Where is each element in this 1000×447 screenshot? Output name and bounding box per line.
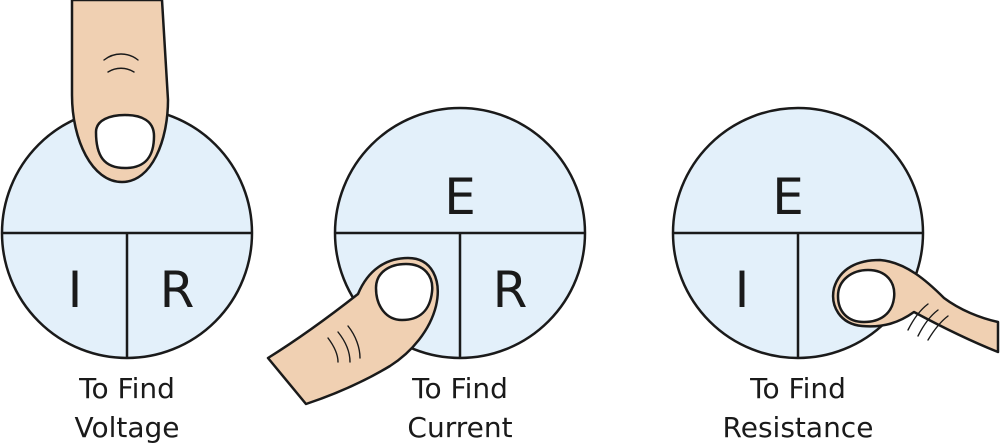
caption-line-2: Voltage [74, 411, 179, 444]
letter-r: R [493, 261, 528, 319]
letter-e: E [444, 168, 476, 226]
panel-current: E I R To Find Current [266, 106, 587, 444]
caption-line-1: To Find [749, 372, 846, 405]
caption-line-1: To Find [78, 372, 175, 405]
caption-line-2: Current [407, 411, 512, 444]
letter-e: E [772, 168, 804, 226]
thumb-covering-i [266, 256, 439, 406]
letter-i: I [735, 261, 750, 319]
letter-r: R [160, 261, 195, 319]
panel-resistance: E I R To Find Resistance [671, 106, 1000, 444]
finger-covering-e [70, 0, 170, 184]
caption-line-1: To Find [411, 372, 508, 405]
panel-voltage: E I R To Find Voltage [0, 0, 254, 444]
thumb-covering-r [831, 258, 1000, 354]
letter-i: I [68, 261, 83, 319]
caption-line-2: Resistance [723, 411, 874, 444]
